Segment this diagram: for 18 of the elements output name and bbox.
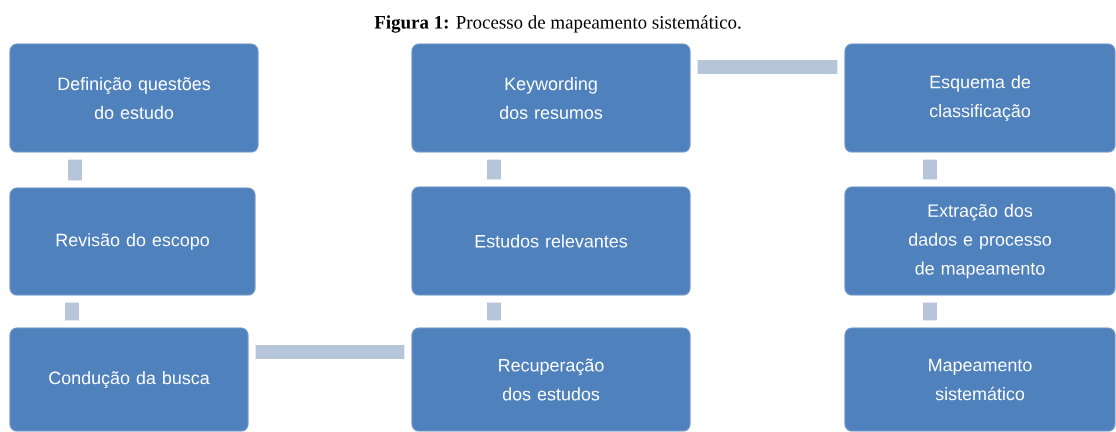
- connector-bar: [255, 345, 405, 359]
- process-box: Definição questões do estudo: [9, 43, 259, 153]
- process-box: Condução da busca: [9, 327, 249, 432]
- connector-bar: [65, 302, 79, 321]
- process-box: Esquema de classificação: [844, 43, 1116, 153]
- process-box: Mapeamento sistemático: [844, 327, 1116, 432]
- process-box: Recuperação dos estudos: [411, 327, 691, 432]
- connector-bar: [487, 159, 501, 180]
- connector-bar: [487, 302, 501, 321]
- connector-bar: [697, 60, 838, 74]
- process-box: Extração dos dados e processo de mapeamento: [844, 186, 1116, 296]
- connector-bar: [923, 302, 937, 321]
- process-box: Estudos relevantes: [411, 186, 691, 296]
- connector-bar: [923, 159, 937, 180]
- process-box: Keywording dos resumos: [411, 43, 691, 153]
- figure-title: Figura 1: Processo de mapeamento sistemático.: [374, 15, 741, 33]
- connector-bar: [68, 159, 82, 181]
- process-box: Revisão do escopo: [9, 187, 256, 296]
